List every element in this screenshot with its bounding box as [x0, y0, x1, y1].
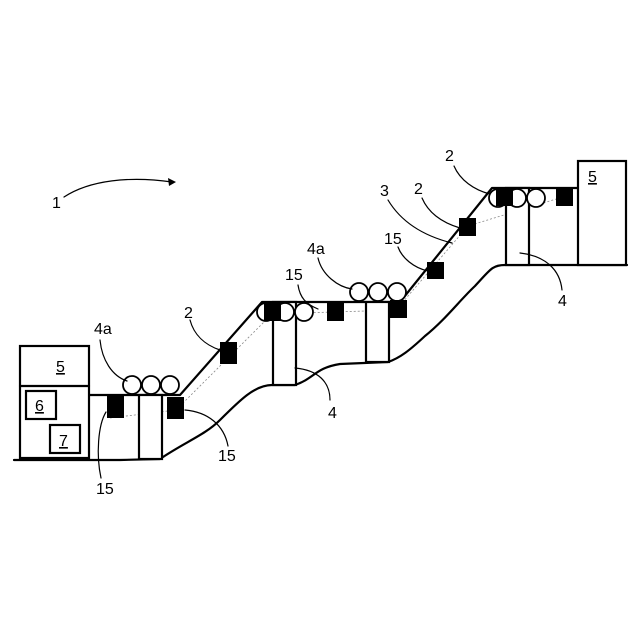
system-reference: 1: [52, 178, 176, 212]
roller: [142, 376, 160, 394]
conveyor-path: [90, 188, 578, 395]
block-slope-3: [459, 218, 476, 236]
leader-15-left-a: [98, 412, 106, 478]
label-2-right-b: 2: [445, 148, 454, 165]
block-left-a: [107, 396, 124, 418]
roller: [527, 189, 545, 207]
label-4a-mid: 4a: [307, 241, 325, 258]
label-3: 3: [380, 183, 389, 200]
leader-2-right-b: [454, 166, 490, 194]
roller: [161, 376, 179, 394]
label-15-mid: 15: [285, 267, 303, 284]
left-station: 5 6 7: [20, 346, 89, 458]
label-2-right-a: 2: [414, 181, 423, 198]
support-pillar-1: [139, 395, 162, 459]
label-unit-6: 6: [35, 398, 44, 415]
leader-4a-left: [100, 340, 127, 381]
label-15-right: 15: [384, 231, 402, 248]
roller: [369, 283, 387, 301]
block-right-b: [556, 188, 573, 206]
block-right-a: [496, 188, 513, 206]
block-mid-c: [390, 300, 407, 318]
support-pillar-3: [366, 302, 389, 362]
label-15-left-a: 15: [96, 481, 114, 498]
system-arrow-head: [168, 178, 176, 186]
block-mid-b: [327, 302, 344, 321]
label-system-1: 1: [52, 195, 61, 212]
label-4-left: 4: [328, 405, 337, 422]
roller: [350, 283, 368, 301]
leader-15-right: [398, 247, 428, 271]
label-15-left-b: 15: [218, 448, 236, 465]
roller-group-mid: [350, 283, 406, 301]
leader-lines: [98, 166, 562, 478]
label-4-right: 4: [558, 293, 567, 310]
leader-2-left: [190, 320, 220, 350]
label-2-left: 2: [184, 305, 193, 322]
block-left-b: [167, 397, 184, 419]
label-station-left: 5: [56, 359, 65, 376]
roller: [123, 376, 141, 394]
roller: [388, 283, 406, 301]
right-station: 5: [578, 161, 626, 265]
block-mid-a: [264, 302, 281, 321]
right-station-frame: [578, 161, 626, 265]
block-slope-1: [220, 342, 237, 364]
leader-2-right-a: [422, 198, 460, 228]
block-slope-2: [427, 262, 444, 279]
label-unit-7: 7: [59, 433, 68, 450]
roller-group-left: [123, 376, 179, 394]
leader-4a-mid: [318, 258, 352, 289]
label-4a-left: 4a: [94, 321, 112, 338]
label-station-right: 5: [588, 169, 597, 186]
system-arrow-line: [64, 179, 172, 197]
